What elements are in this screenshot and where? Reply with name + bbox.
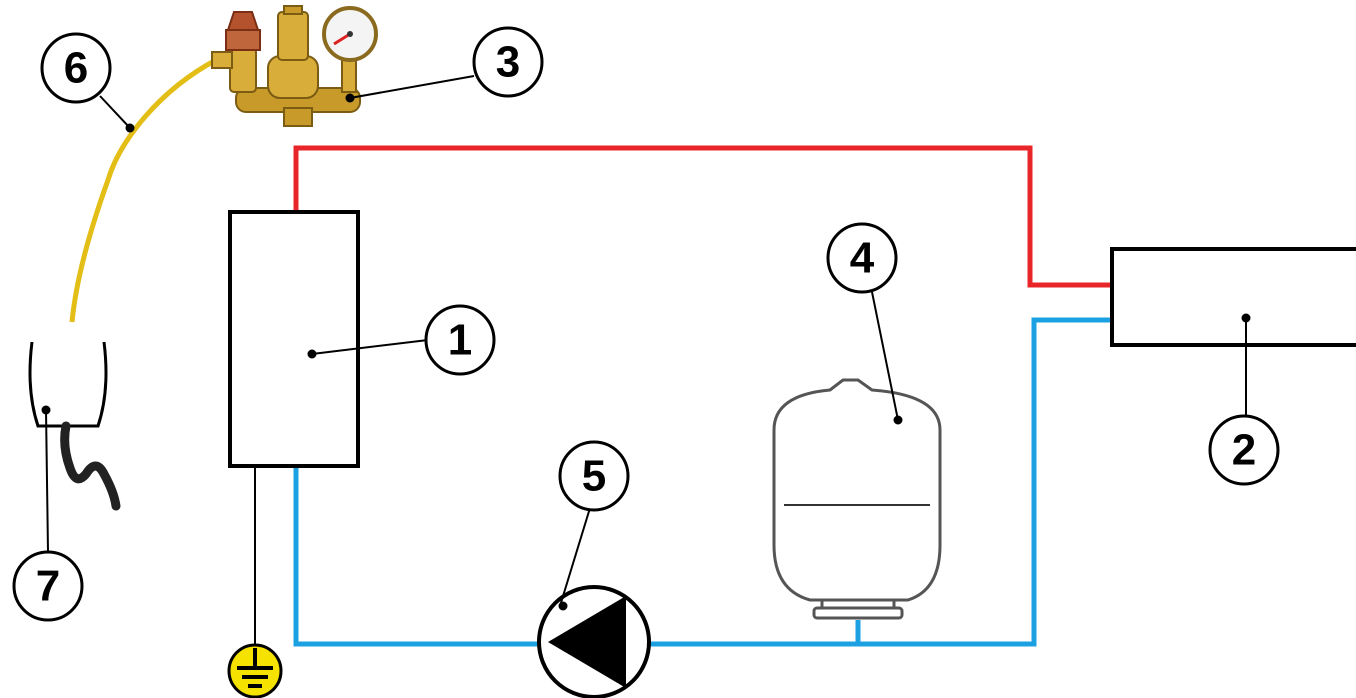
- callout-4: 4: [826, 222, 898, 294]
- callout-7-label: 7: [36, 562, 60, 611]
- callout-1-label: 1: [448, 316, 472, 365]
- boiler: [228, 210, 360, 468]
- callout-7: 7: [12, 550, 84, 622]
- callout-6: 6: [40, 32, 112, 104]
- return-pipe: [293, 468, 540, 647]
- supply-pipe: [293, 145, 1112, 288]
- callout-2-label: 2: [1232, 426, 1256, 475]
- callout-4-label: 4: [850, 234, 875, 283]
- drain-funnel-icon: [28, 341, 121, 511]
- callout-6-label: 6: [64, 44, 88, 93]
- radiator: [1110, 247, 1356, 347]
- safety-valve-group-icon: [211, 5, 378, 127]
- callout-5-label: 5: [582, 452, 606, 501]
- ground-symbol-icon: [227, 643, 283, 698]
- callout-5: 5: [558, 440, 630, 512]
- circulation-pump-icon: [537, 585, 651, 698]
- callout-2: 2: [1208, 414, 1280, 486]
- drain-hose: [69, 57, 218, 323]
- return-pipe-segment: [648, 317, 1112, 647]
- expansion-tank-icon: [772, 378, 942, 620]
- callout-3-label: 3: [496, 38, 520, 87]
- callout-3: 3: [472, 26, 544, 98]
- leader-lines: [45, 75, 1247, 607]
- callout-1: 1: [424, 304, 496, 376]
- leader-dots: [41, 93, 1251, 611]
